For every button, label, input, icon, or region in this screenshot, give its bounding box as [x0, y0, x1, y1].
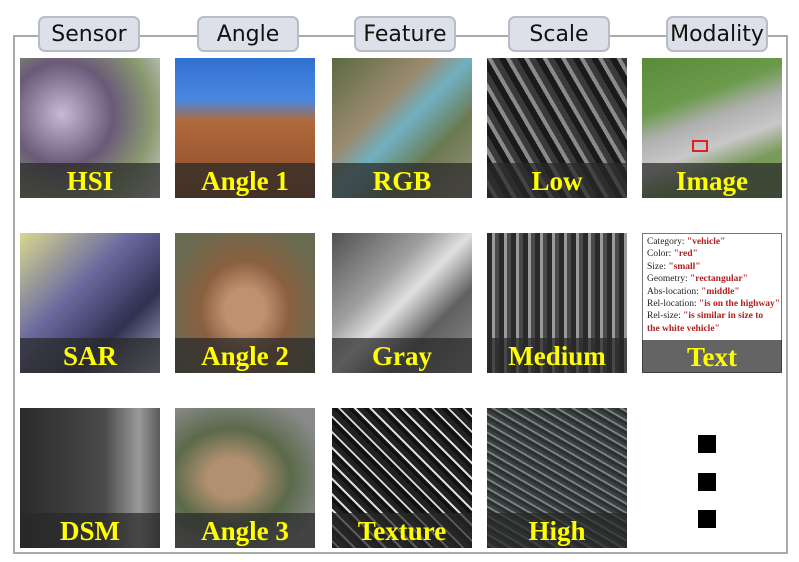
tile-texture: Texture: [332, 408, 472, 548]
tile-label: Medium: [487, 338, 627, 373]
ellipsis-square: [698, 510, 716, 528]
tile-label: Low: [487, 163, 627, 198]
vehicle-bounding-box: [692, 140, 708, 152]
tile-label: SAR: [20, 338, 160, 373]
tile-angle-3: Angle 3: [175, 408, 315, 548]
tile-high: High: [487, 408, 627, 548]
tile-label: Angle 3: [175, 513, 315, 548]
tile-label: High: [487, 513, 627, 548]
tile-label: Angle 1: [175, 163, 315, 198]
tile-hsi: HSI: [20, 58, 160, 198]
tile-label: Gray: [332, 338, 472, 373]
tile-label: HSI: [20, 163, 160, 198]
ellipsis-square: [698, 435, 716, 453]
tile-rgb: RGB: [332, 58, 472, 198]
tile-text: Category: "vehicle" Color: "red" Size: "…: [642, 233, 782, 373]
tile-angle-2: Angle 2: [175, 233, 315, 373]
ellipsis-square: [698, 473, 716, 491]
tile-label: Texture: [332, 513, 472, 548]
tile-dsm: DSM: [20, 408, 160, 548]
tile-gray: Gray: [332, 233, 472, 373]
tab-modality: Modality: [666, 16, 768, 52]
tile-label: RGB: [332, 163, 472, 198]
tile-angle-1: Angle 1: [175, 58, 315, 198]
tab-angle: Angle: [197, 16, 299, 52]
tab-feature: Feature: [354, 16, 456, 52]
tile-label: DSM: [20, 513, 160, 548]
tab-sensor: Sensor: [38, 16, 140, 52]
tile-sar: SAR: [20, 233, 160, 373]
tile-label: Angle 2: [175, 338, 315, 373]
tab-scale: Scale: [508, 16, 610, 52]
tile-medium: Medium: [487, 233, 627, 373]
tile-label: Image: [642, 163, 782, 198]
tile-label: Text: [642, 340, 782, 373]
tile-low: Low: [487, 58, 627, 198]
tile-image: Image: [642, 58, 782, 198]
